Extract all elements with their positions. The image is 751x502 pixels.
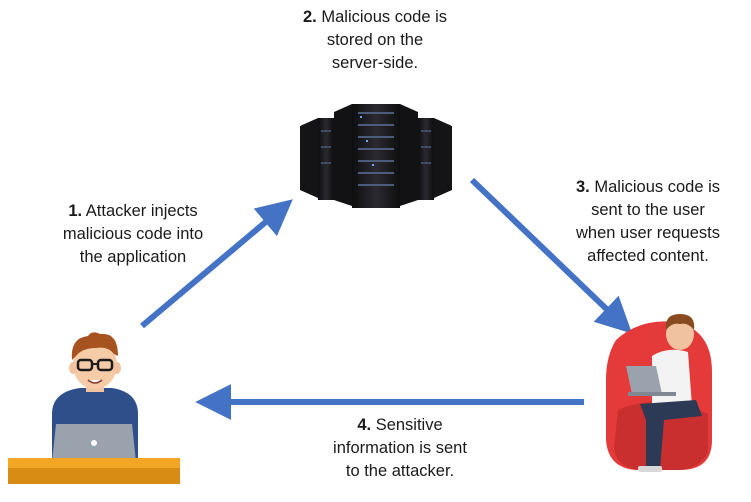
attacker-icon (8, 332, 180, 484)
server-rack-icon (300, 104, 452, 208)
step-2-line-2: stored on the (326, 31, 424, 49)
step-2-number: 2. (303, 8, 317, 26)
step-3-line-4: affected content. (587, 247, 709, 265)
step-3-line-1: Malicious code is (594, 178, 720, 196)
step-1-line-1: Attacker injects (85, 202, 198, 220)
arrow-server-to-user (469, 177, 633, 334)
step-4-line-3: to the attacker. (345, 462, 455, 480)
step-4-line-1: Sensitive (375, 416, 443, 434)
arrow-attacker-to-server (140, 199, 293, 329)
step-3-label: 3. Malicious code is sent to the user wh… (548, 176, 748, 268)
step-3-number: 3. (576, 178, 590, 196)
step-4-label: 4. Sensitive information is sent to the … (300, 414, 500, 483)
step-1-number: 1. (68, 202, 83, 220)
step-1-label: 1. Attacker injects malicious code into … (28, 200, 238, 269)
step-2-label: 2. Malicious code is stored on the serve… (255, 6, 495, 75)
step-1-line-2: malicious code into (62, 225, 204, 243)
step-1-line-3: the application (79, 248, 187, 266)
user-icon (606, 314, 712, 472)
step-2-line-1: Malicious code is (321, 8, 447, 26)
step-2-line-3: server-side. (331, 54, 419, 72)
step-4-number: 4. (357, 416, 372, 434)
step-4-line-2: information is sent (333, 439, 467, 457)
step-3-line-2: sent to the user (591, 201, 705, 219)
step-3-line-3: when user requests (576, 224, 720, 242)
